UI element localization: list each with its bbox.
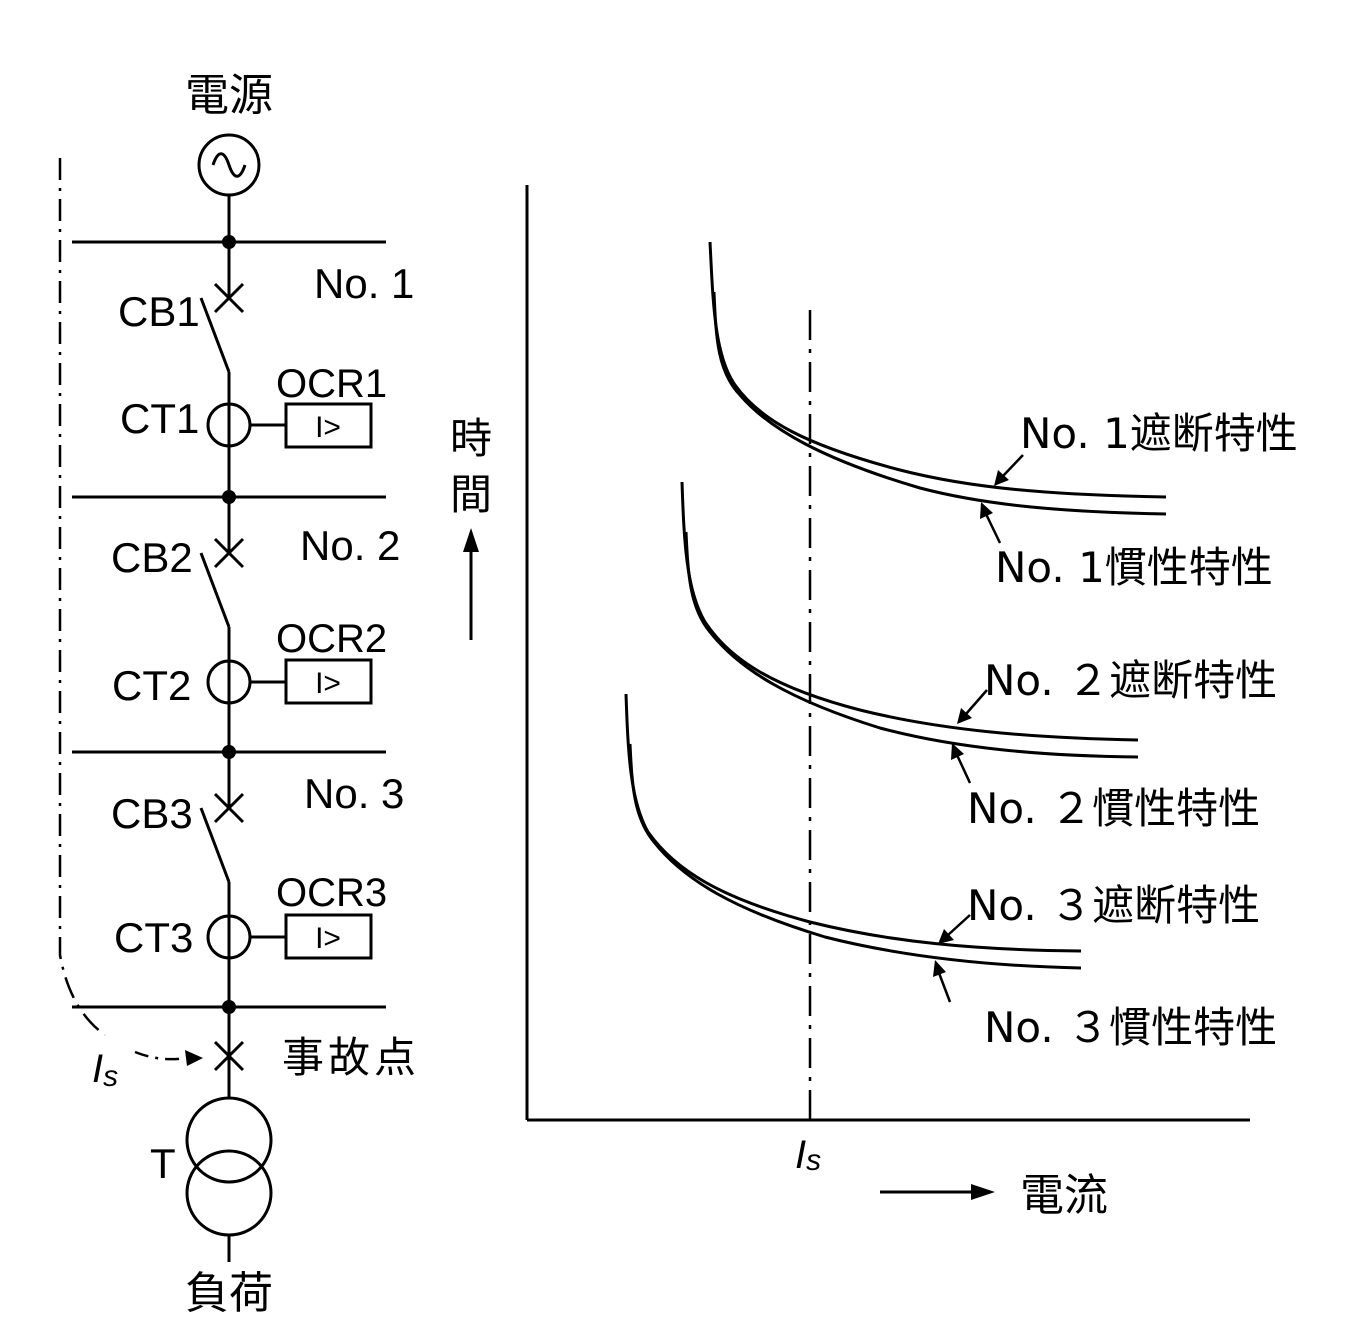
no2-inertia-label: No. ２慣性特性 xyxy=(967,784,1260,833)
section-1-no-label: No. 1 xyxy=(314,260,414,307)
ct3-label: CT3 xyxy=(114,914,193,961)
fault-current-label: Is xyxy=(92,1047,118,1093)
ocr1-relay-symbol: I> xyxy=(315,411,341,444)
section-1: I> CB1 CT1 OCR1 No. 1 xyxy=(118,242,414,497)
y-axis-label-char-1: 時 xyxy=(450,414,492,463)
no1-breaking-curve xyxy=(708,241,1167,499)
no1-breaking-label: No. 1遮断特性 xyxy=(1020,409,1298,458)
ct1-label: CT1 xyxy=(120,395,199,442)
no2-inertia-leader xyxy=(951,743,972,784)
no3-breaking-label: No. ３遮断特性 xyxy=(967,881,1260,930)
ocr3-relay-symbol: I> xyxy=(315,922,341,955)
x-axis-arrow xyxy=(880,1184,995,1200)
no3-inertia-leader xyxy=(933,960,952,1003)
ocr1-relay-box xyxy=(284,402,373,449)
fault-current-arrowhead xyxy=(185,1050,203,1066)
transformer-label: T xyxy=(150,1140,176,1187)
cb3-switch-blade xyxy=(199,807,231,883)
y-axis-label-char-2: 間 xyxy=(450,470,492,519)
section-2: I> CB2 CT2 OCR2 No. 2 xyxy=(111,497,400,752)
ocr1-label: OCR1 xyxy=(276,362,387,406)
ocr3-label: OCR3 xyxy=(276,871,387,915)
ocr2-label: OCR2 xyxy=(276,617,387,661)
no1-inertia-label: No. 1慣性特性 xyxy=(995,543,1273,592)
section-3: I> CB3 CT3 OCR3 No. 3 xyxy=(111,752,404,1007)
fault-current-path-lower xyxy=(134,1050,187,1061)
no2-inertia-curve xyxy=(684,531,1139,759)
cb2-label: CB2 xyxy=(111,534,193,581)
section-2-no-label: No. 2 xyxy=(300,522,400,569)
fault-point-label: 事故点 xyxy=(282,1033,420,1082)
source-label: 電源 xyxy=(185,70,273,121)
load-label: 負荷 xyxy=(185,1268,273,1319)
no3-inertia-curve xyxy=(628,743,1082,970)
fault-current-path-upper xyxy=(58,158,106,1037)
no1-breaking-leader xyxy=(994,454,1024,486)
fault-point-cross-symbol xyxy=(213,1040,245,1072)
transformer-symbol xyxy=(185,1096,273,1237)
no3-breaking-leader xyxy=(938,914,971,944)
no1-curves xyxy=(708,241,1167,516)
no1-inertia-leader xyxy=(980,502,1002,544)
cb1-switch-blade xyxy=(199,297,231,373)
cb3-cross-symbol xyxy=(213,792,245,824)
time-current-chart: 時 間 Is 電流 xyxy=(450,185,1298,1221)
ocr2-relay-box xyxy=(284,658,373,705)
ac-source-symbol xyxy=(197,133,261,197)
is-axis-label: Is xyxy=(795,1133,821,1177)
no1-inertia-curve xyxy=(712,291,1167,516)
no2-breaking-label: No. ２遮断特性 xyxy=(984,656,1277,705)
x-axis-label: 電流 xyxy=(1020,1170,1108,1221)
y-axis-arrow xyxy=(463,528,479,640)
ct2-label: CT2 xyxy=(112,662,191,709)
no3-inertia-label: No. ３慣性特性 xyxy=(984,1003,1277,1052)
cb1-label: CB1 xyxy=(118,288,200,335)
no2-breaking-leader xyxy=(957,689,988,724)
ocr2-relay-symbol: I> xyxy=(315,667,341,700)
cb3-label: CB3 xyxy=(111,790,193,837)
single-line-diagram: 電源 I> CB1 CT1 OC xyxy=(58,70,420,1319)
ocr3-relay-box xyxy=(284,913,373,960)
no2-curves xyxy=(680,481,1139,759)
cb2-switch-blade xyxy=(199,552,231,628)
section-3-no-label: No. 3 xyxy=(304,770,404,817)
cb1-cross-symbol xyxy=(213,282,245,314)
no3-curves xyxy=(624,693,1082,970)
cb2-cross-symbol xyxy=(213,537,245,569)
